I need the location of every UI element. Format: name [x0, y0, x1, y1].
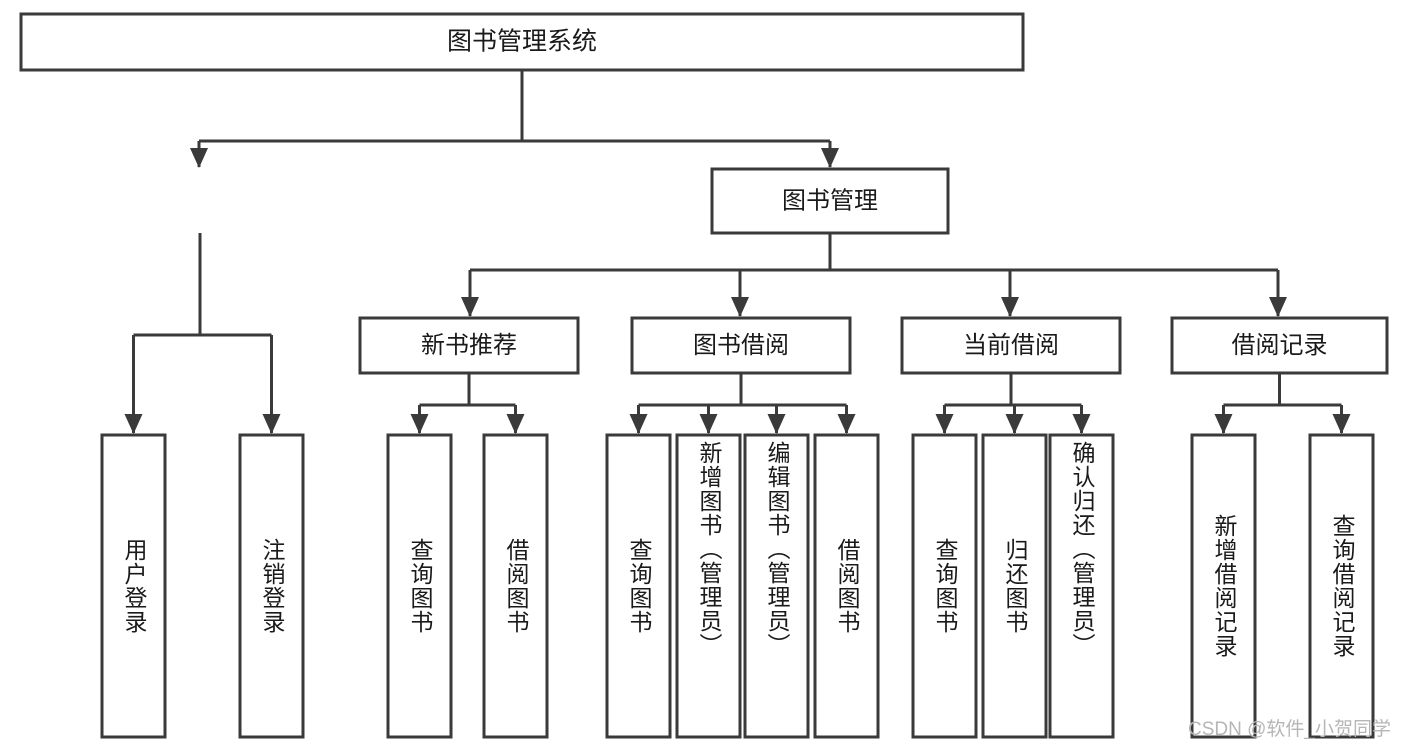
- node-leaf-5[interactable]: [675, 433, 742, 739]
- arrow-bm-drop-0: [461, 297, 479, 317]
- node-leaf-3-rect[interactable]: [482, 433, 549, 739]
- node-leaf-9-rect[interactable]: [981, 433, 1048, 739]
- node-leaf-8-rect[interactable]: [911, 433, 978, 739]
- node-leaf-5-rect[interactable]: [675, 433, 742, 739]
- arrow-group-1-kid-3: [837, 414, 856, 434]
- node-leaf-1-rect[interactable]: [238, 433, 305, 739]
- node-level2-0-label: 新书推荐: [421, 332, 517, 359]
- node-leaf-4-rect[interactable]: [605, 433, 672, 739]
- node-leaf-12-rect[interactable]: [1308, 433, 1375, 739]
- arrow-bm-drop-3: [1269, 297, 1287, 317]
- node-leaf-4[interactable]: [605, 433, 672, 739]
- node-leaf-6[interactable]: [743, 433, 810, 739]
- arrow-group-0-kid-0: [410, 414, 429, 434]
- node-leaf-11-rect[interactable]: [1190, 433, 1257, 739]
- node-leaf-2-rect[interactable]: [386, 433, 453, 739]
- arrow-group-2-kid-0: [935, 414, 954, 434]
- node-level2-3[interactable]: 借阅记录: [1170, 316, 1389, 375]
- watermark-text: CSDN @软件_小贺同学: [1188, 719, 1391, 740]
- node-leaf-0[interactable]: [100, 433, 167, 739]
- node-level2-0[interactable]: 新书推荐: [358, 316, 580, 375]
- arrow-bm-drop-1: [731, 297, 749, 317]
- arrow-group-1-kid-0: [629, 414, 648, 434]
- connector-layer: [124, 70, 1351, 434]
- arrow-group-3-kid-0: [1214, 414, 1233, 434]
- arrow-login-kid-1: [262, 414, 281, 434]
- arrow-group-1-kid-2: [767, 414, 786, 434]
- arrow-group-3-kid-1: [1332, 414, 1351, 434]
- node-root[interactable]: 图书管理系统: [19, 12, 1025, 72]
- arrow-group-1-kid-1: [699, 414, 718, 434]
- arrow-login-kid-0: [124, 414, 143, 434]
- node-leaf-7-rect[interactable]: [813, 433, 880, 739]
- node-level2-3-label: 借阅记录: [1232, 332, 1328, 359]
- arrow-bm-drop-2: [1001, 297, 1019, 317]
- node-book-management-rect[interactable]: [710, 167, 950, 235]
- node-root-rect[interactable]: [19, 12, 1025, 72]
- node-leaf-11[interactable]: [1190, 433, 1257, 739]
- node-root-label: 图书管理系统: [447, 28, 597, 56]
- node-leaf-12[interactable]: [1308, 433, 1375, 739]
- node-leaf-10[interactable]: [1048, 433, 1115, 739]
- node-level2-1[interactable]: 图书借阅: [630, 316, 852, 375]
- node-leaf-9[interactable]: [981, 433, 1048, 739]
- node-level2-2-label: 当前借阅: [963, 332, 1059, 359]
- node-leaf-6-rect[interactable]: [743, 433, 810, 739]
- node-level2-2[interactable]: 当前借阅: [900, 316, 1122, 375]
- node-leaf-10-rect[interactable]: [1048, 433, 1115, 739]
- node-level2-2-rect[interactable]: [900, 316, 1122, 375]
- node-leaf-1[interactable]: [238, 433, 305, 739]
- arrow-group-0-kid-1: [506, 414, 525, 434]
- arrow-root-to-book-management: [821, 148, 839, 168]
- node-level2-1-rect[interactable]: [630, 316, 852, 375]
- node-level2-1-label: 图书借阅: [693, 332, 789, 359]
- arrow-group-2-kid-1: [1005, 414, 1024, 434]
- node-book-management[interactable]: 图书管理: [710, 167, 950, 235]
- node-leaf-0-rect[interactable]: [100, 433, 167, 739]
- node-leaf-8[interactable]: [911, 433, 978, 739]
- node-level2-3-rect[interactable]: [1170, 316, 1389, 375]
- node-level2-0-rect[interactable]: [358, 316, 580, 375]
- node-leaf-2[interactable]: [386, 433, 453, 739]
- arrow-group-2-kid-2: [1072, 414, 1091, 434]
- node-book-management-label: 图书管理: [782, 187, 878, 214]
- arrow-root-to-login: [190, 148, 208, 168]
- node-leaf-3[interactable]: [482, 433, 549, 739]
- node-leaf-7[interactable]: [813, 433, 880, 739]
